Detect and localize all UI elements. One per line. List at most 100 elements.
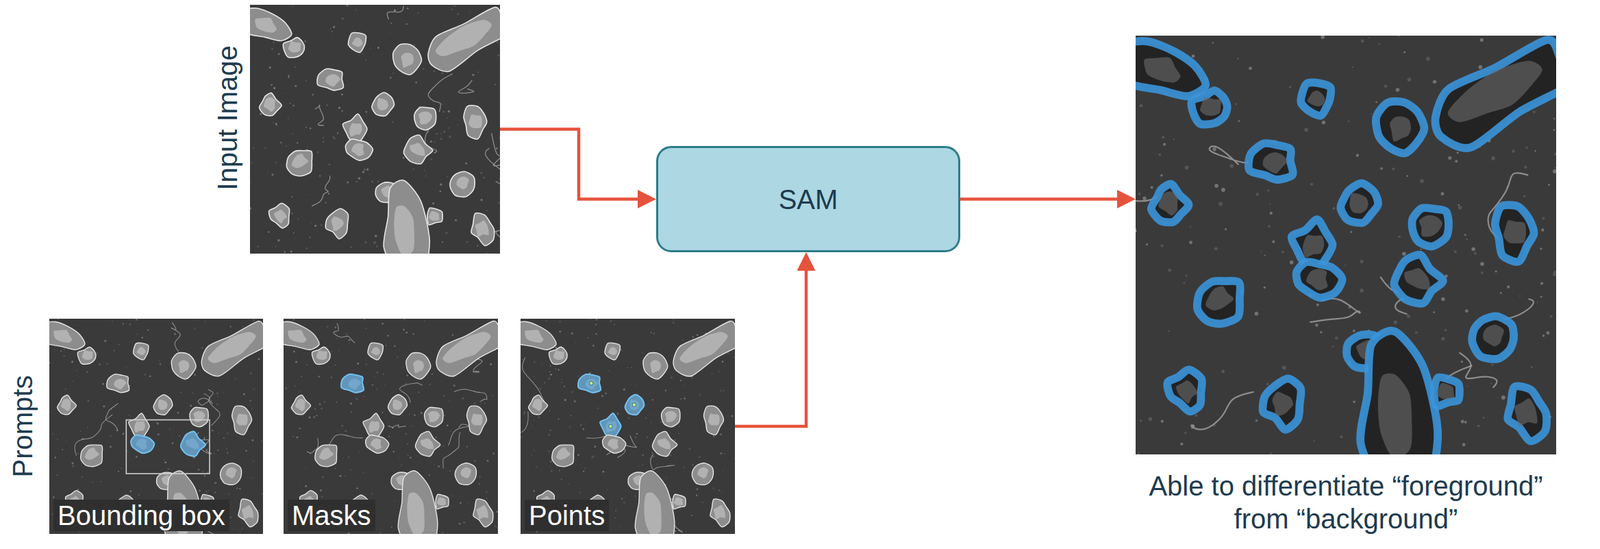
speckle	[531, 454, 533, 455]
particle-texture	[1143, 56, 1181, 83]
speckle	[144, 373, 147, 376]
speckle	[584, 467, 586, 469]
speckle	[49, 410, 50, 412]
particle	[467, 405, 487, 435]
speckle	[330, 376, 333, 379]
speckle	[523, 383, 524, 385]
speckle	[391, 526, 393, 528]
speckle	[1391, 167, 1395, 170]
speckle	[1426, 56, 1431, 61]
particle-texture	[273, 209, 287, 224]
speckle	[208, 489, 209, 491]
speckle	[547, 377, 550, 379]
speckle	[384, 384, 385, 385]
particle-texture	[316, 350, 328, 360]
speckle	[98, 363, 100, 366]
speckle	[620, 405, 622, 407]
speckle	[441, 531, 444, 533]
speckle	[1269, 202, 1271, 205]
speckle	[278, 53, 281, 56]
speckle	[710, 400, 712, 401]
particle-texture	[1176, 380, 1198, 404]
speckle	[1339, 434, 1343, 438]
speckle	[358, 451, 360, 453]
particle-texture	[409, 143, 425, 157]
particle	[201, 321, 264, 377]
particle-texture	[60, 398, 71, 411]
speckle	[226, 432, 229, 435]
speckle	[377, 180, 380, 183]
speckle	[1482, 416, 1485, 419]
micrograph-content	[520, 318, 735, 534]
speckle	[314, 407, 317, 410]
speckle	[330, 28, 331, 29]
speckle	[446, 176, 448, 178]
speckle	[613, 323, 616, 326]
speckle	[1525, 146, 1528, 149]
speckle	[423, 320, 426, 322]
speckle	[313, 415, 315, 418]
particle	[325, 208, 348, 239]
speckle	[447, 127, 450, 129]
speckle	[548, 433, 551, 436]
speckle	[334, 364, 336, 366]
speckle	[1334, 336, 1338, 340]
speckle	[465, 162, 468, 165]
particle	[403, 134, 433, 164]
speckle	[403, 318, 406, 320]
speckle	[1160, 243, 1164, 247]
speckle	[111, 320, 114, 322]
speckle	[1214, 183, 1219, 188]
speckle	[653, 413, 655, 416]
segmented-particle	[1507, 385, 1547, 441]
particle-texture	[226, 467, 237, 479]
speckle	[71, 462, 74, 465]
particle	[634, 470, 675, 534]
speckle	[652, 452, 654, 454]
speckle	[79, 430, 81, 432]
speckle	[1541, 228, 1544, 231]
speckle	[628, 417, 631, 420]
speckle	[288, 74, 290, 77]
speckle	[1441, 336, 1445, 341]
speckle	[332, 136, 335, 138]
surface-crack	[650, 453, 675, 470]
speckle	[595, 332, 597, 335]
speckle	[299, 391, 300, 392]
particle-texture	[392, 399, 403, 410]
speckle	[389, 76, 392, 79]
image-panel: Bounding box	[49, 318, 264, 534]
speckle	[1289, 85, 1292, 88]
particle-texture	[1389, 116, 1411, 142]
speckle	[475, 362, 477, 364]
speckle	[171, 441, 174, 444]
speckle	[322, 136, 324, 139]
surface-crack	[315, 104, 324, 126]
speckle	[137, 493, 140, 496]
speckle	[442, 445, 444, 447]
speckle	[56, 473, 58, 476]
particle	[77, 346, 96, 364]
speckle	[325, 202, 327, 204]
speckle	[328, 192, 331, 195]
speckle	[1506, 285, 1510, 289]
speckle	[223, 436, 225, 439]
particle	[383, 180, 430, 254]
particle-texture	[1419, 215, 1443, 237]
speckle	[1552, 169, 1557, 174]
speckle	[273, 86, 276, 90]
speckle	[71, 360, 74, 363]
particle	[57, 394, 77, 414]
speckle	[413, 167, 415, 170]
particle-texture	[608, 346, 618, 355]
speckle	[564, 398, 567, 401]
speckle	[1458, 205, 1463, 210]
group-label: Prompts	[6, 318, 40, 534]
speckle	[682, 529, 683, 531]
particle	[397, 470, 438, 534]
speckle	[129, 323, 131, 325]
speckle	[363, 168, 366, 171]
speckle	[52, 432, 53, 434]
speckle	[377, 46, 380, 49]
speckle	[1480, 38, 1484, 42]
